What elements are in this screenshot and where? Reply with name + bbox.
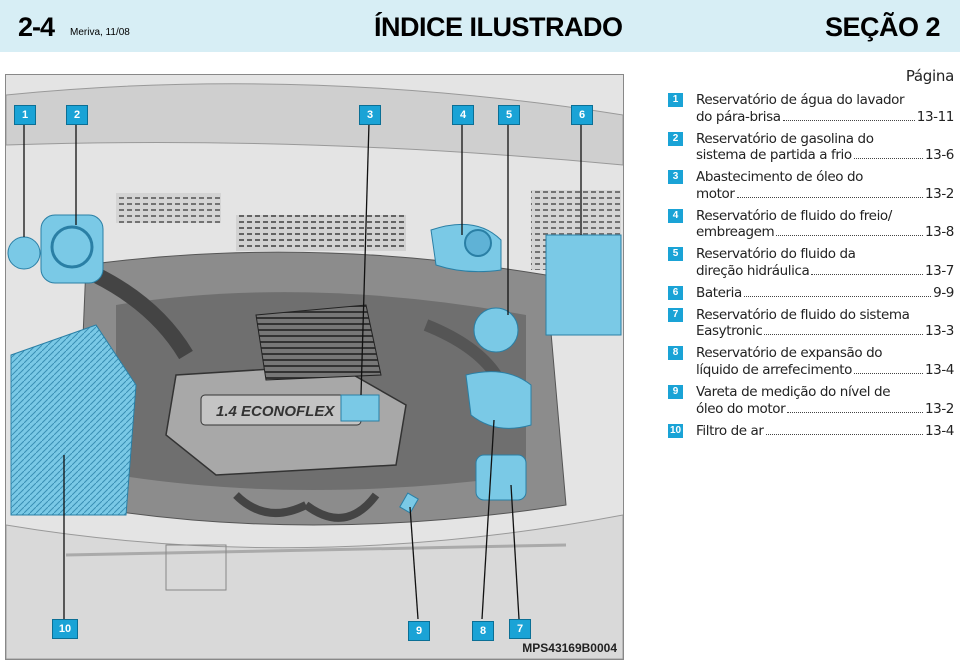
callout-2: 2 <box>66 105 88 125</box>
page-number: 2-4 <box>18 12 55 42</box>
callout-4: 4 <box>452 105 474 125</box>
callout-8: 8 <box>472 621 494 641</box>
callout-5: 5 <box>498 105 520 125</box>
page-header: 2-4 Meriva, 11/08 ÍNDICE ILUSTRADO SEÇÃO… <box>0 0 960 52</box>
index-item-page: 13-4 <box>924 362 954 379</box>
index-item: 10 Filtro de ar 13-4 <box>668 423 954 440</box>
dot-leader <box>787 411 923 413</box>
dot-leader <box>743 295 932 297</box>
dot-leader <box>765 433 923 435</box>
index-item-label: direção hidráulica <box>696 262 810 279</box>
index-item-entry: Easytronic 13-3 <box>696 323 954 340</box>
callout-1: 1 <box>14 105 36 125</box>
index-item-entry: direção hidráulica 13-7 <box>696 263 954 280</box>
index-item: 4 Reservatório de fluido do freio/embreag… <box>668 208 954 241</box>
index-item-label: embreagem <box>696 224 775 241</box>
index-item-entry: Bateria 9-9 <box>696 285 954 302</box>
index-item-number: 9 <box>668 385 683 400</box>
index-item-number: 5 <box>668 247 683 262</box>
index-item-number: 3 <box>668 170 683 185</box>
index-item: 6 Bateria 9-9 <box>668 285 954 302</box>
page-column-label: Página <box>905 67 954 85</box>
callout-7: 7 <box>509 619 531 639</box>
index-item-page: 13-11 <box>916 108 955 125</box>
index-item-page: 13-8 <box>924 224 954 241</box>
index-item-text: Abastecimento de óleo do <box>696 169 864 186</box>
index-item-page: 13-2 <box>924 185 954 202</box>
index-item-text: Reservatório do fluido da <box>696 246 856 263</box>
index-item-page: 13-6 <box>924 147 954 164</box>
index-item-entry: embreagem 13-8 <box>696 224 954 241</box>
edition-label: Meriva, 11/08 <box>70 27 130 38</box>
index-item-text: Reservatório de gasolina do <box>696 130 874 147</box>
dot-leader <box>736 196 923 198</box>
index-item-number: 10 <box>668 423 683 438</box>
index-item-page: 13-4 <box>924 422 954 439</box>
index-item-number: 2 <box>668 131 683 146</box>
dot-leader <box>776 235 923 237</box>
index-item-label: líquido de arrefecimento <box>696 362 853 379</box>
index-item-text: Reservatório de fluido do freio/ <box>696 207 892 224</box>
index-item-entry: óleo do motor 13-2 <box>696 401 954 418</box>
index-item-number: 8 <box>668 346 683 361</box>
index-item-page: 9-9 <box>933 284 954 301</box>
index-item-label: Filtro de ar <box>696 422 764 439</box>
index-item-label: sistema de partida a frio <box>696 147 852 164</box>
index-item-page: 13-3 <box>924 323 954 340</box>
index-item-label: Bateria <box>696 284 742 301</box>
callout-6: 6 <box>571 105 593 125</box>
index-item-entry: do pára-brisa 13-11 <box>696 109 954 126</box>
engine-bay-figure: 1.4 ECONOFLEX <box>5 74 624 660</box>
index-item-page: 13-7 <box>924 262 954 279</box>
callout-10: 10 <box>52 619 78 639</box>
index-item-number: 1 <box>668 93 683 107</box>
dot-leader <box>782 119 915 121</box>
engine-bay-illustration: 1.4 ECONOFLEX <box>6 75 623 659</box>
index-item-page: 13-2 <box>924 400 954 417</box>
index-item-number: 6 <box>668 285 683 300</box>
index-item-entry: Filtro de ar 13-4 <box>696 423 954 440</box>
dot-leader <box>854 373 923 375</box>
dot-leader <box>811 273 923 275</box>
index-item-text: Reservatório de fluido do sistema <box>696 306 910 323</box>
index-item-entry: sistema de partida a frio 13-6 <box>696 147 954 164</box>
callout-3: 3 <box>359 105 381 125</box>
index-item-number: 4 <box>668 208 683 223</box>
callout-9: 9 <box>408 621 430 641</box>
index-item-entry: líquido de arrefecimento 13-4 <box>696 362 954 379</box>
section-label: SEÇÃO 2 <box>824 12 941 42</box>
page-title: ÍNDICE ILUSTRADO <box>374 12 623 42</box>
index-item-text: Reservatório de água do lavador <box>696 92 905 108</box>
dot-leader <box>764 334 923 336</box>
index-item-entry: motor 13-2 <box>696 186 954 203</box>
index-item-text: Reservatório de expansão do <box>696 345 883 362</box>
index-item-label: Easytronic <box>696 323 763 340</box>
engine-badge: 1.4 ECONOFLEX <box>216 403 335 420</box>
figure-code: MPS43169B0004 <box>522 641 617 655</box>
index-item-label: motor <box>696 185 735 202</box>
dot-leader <box>853 158 923 160</box>
index-item-label: óleo do motor <box>696 400 786 417</box>
index-item-text: Vareta de medição do nível de <box>696 384 891 401</box>
index-item-number: 7 <box>668 307 683 322</box>
index-item-label: do pára-brisa <box>696 108 781 125</box>
